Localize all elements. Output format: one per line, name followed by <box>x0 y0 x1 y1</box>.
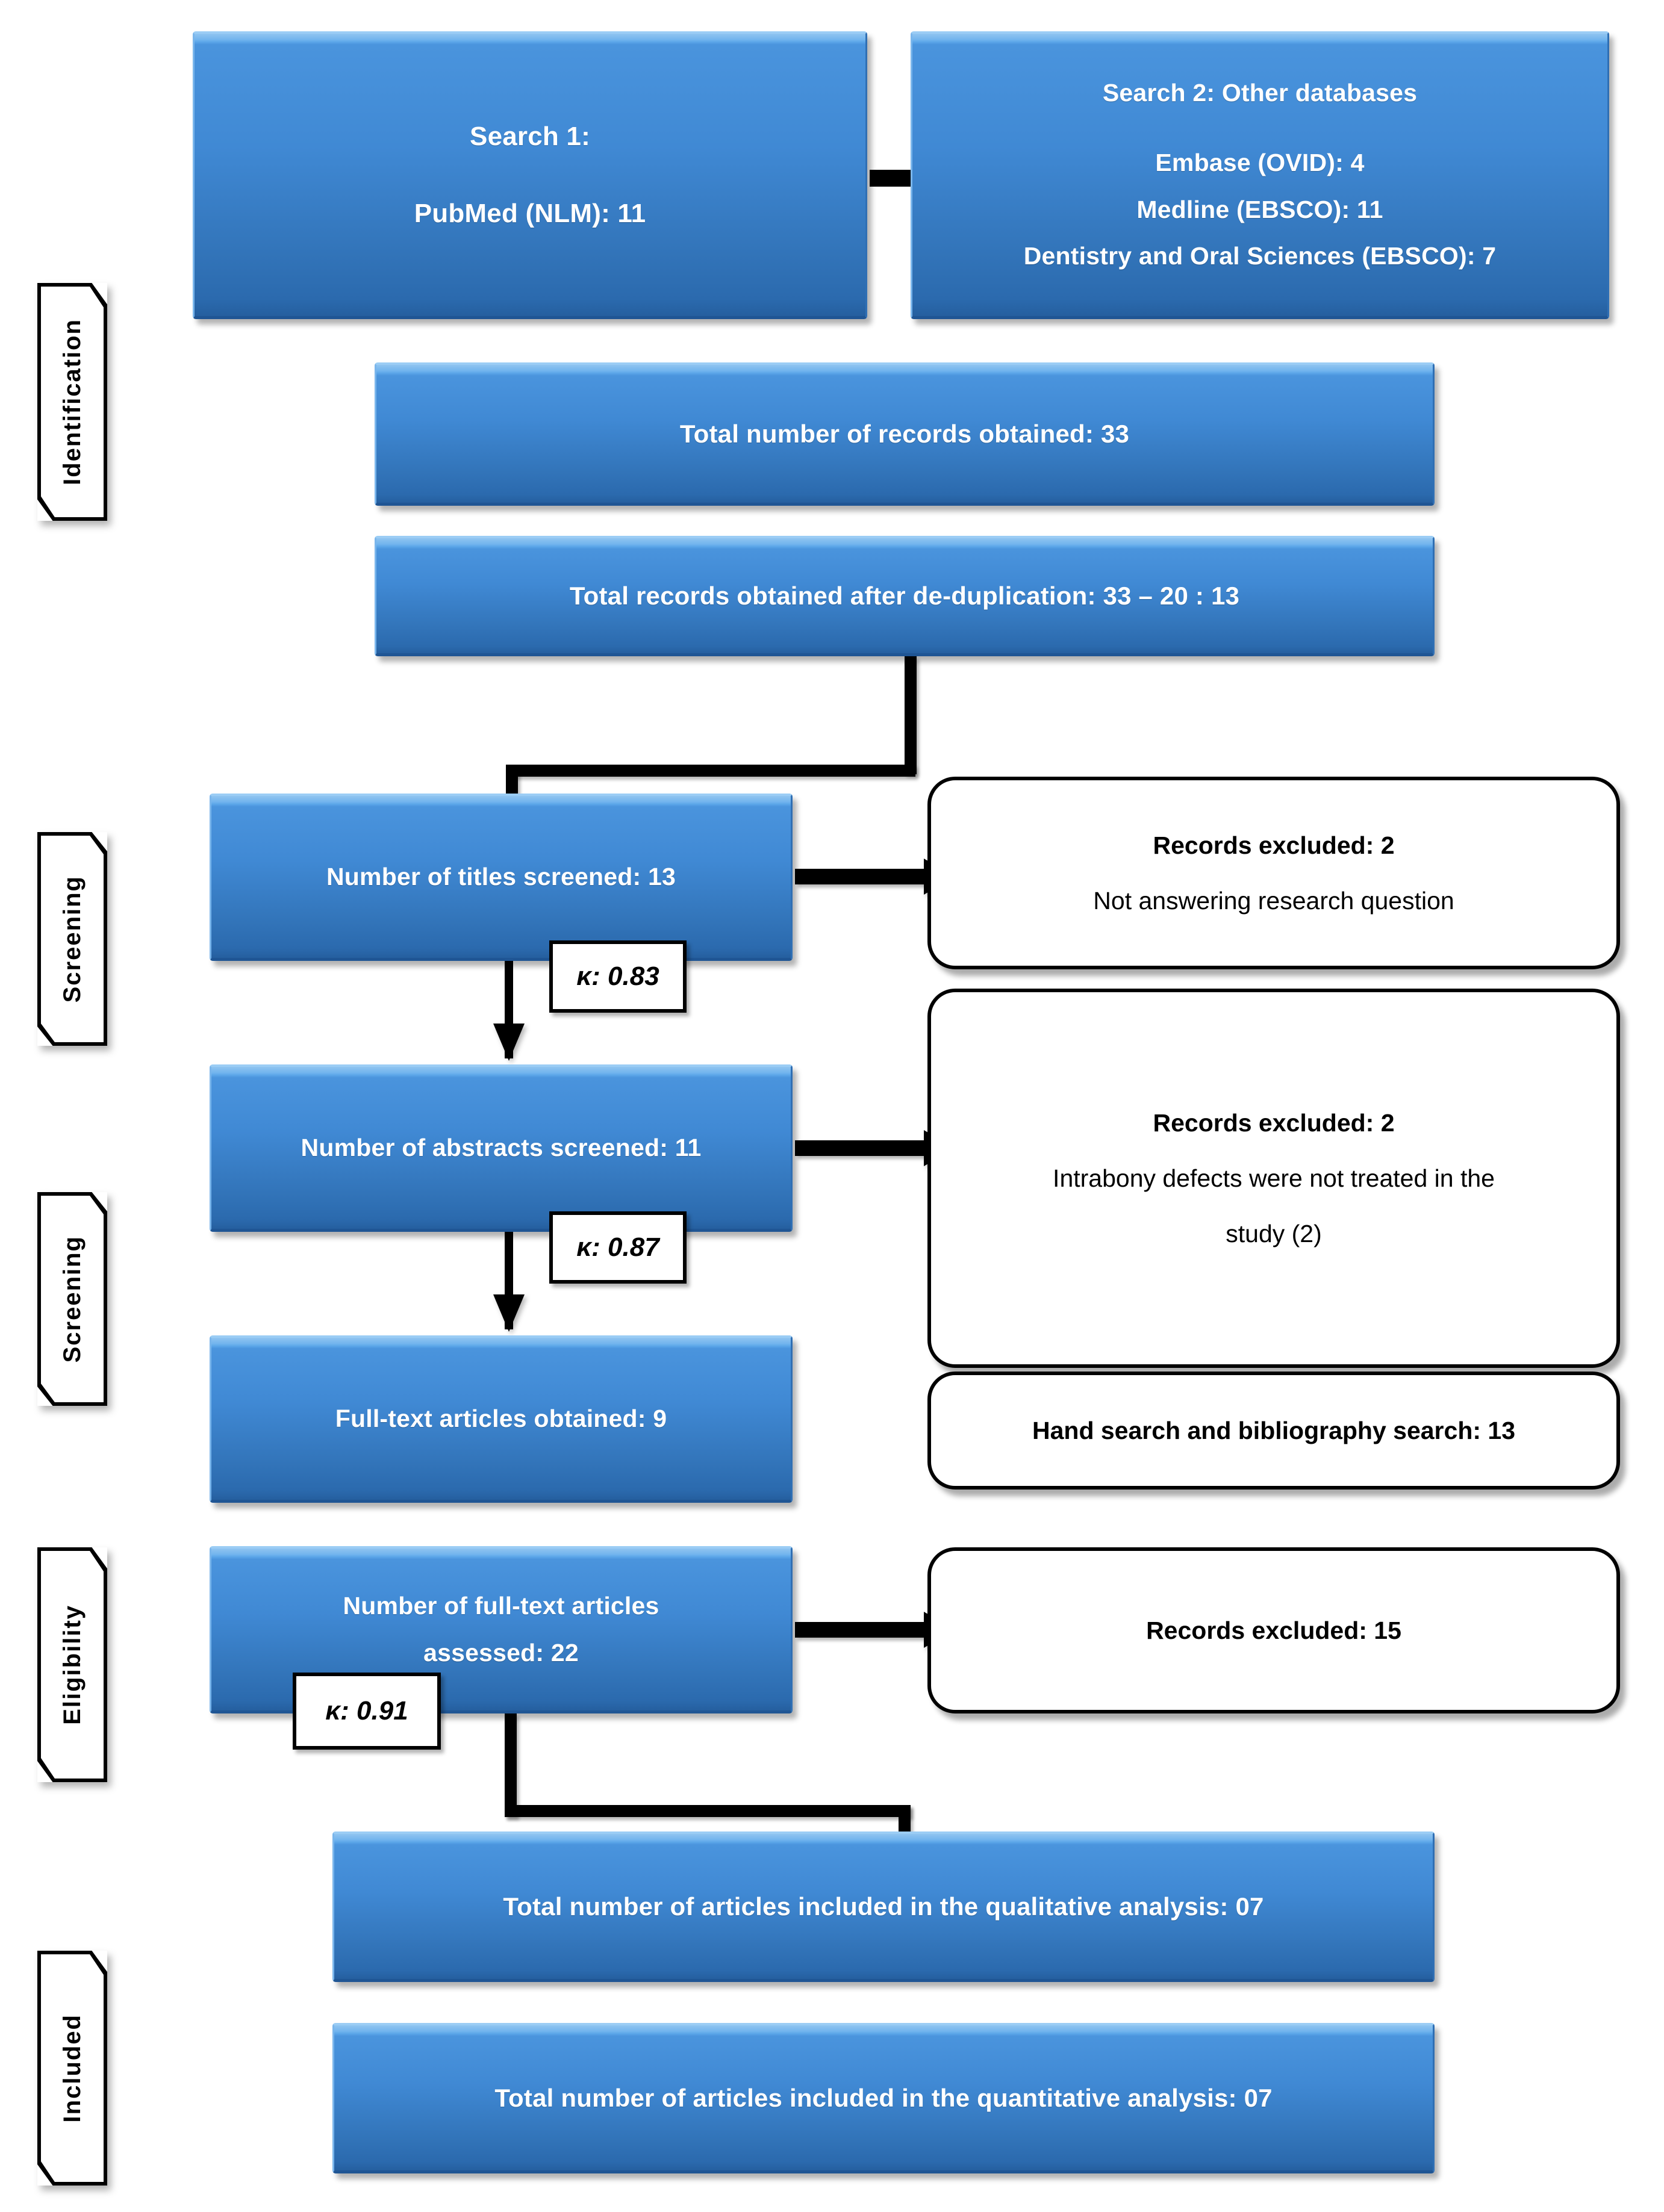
tag-face: Included <box>41 1954 104 2182</box>
arrow-to-abstracts-screened <box>493 1024 525 1061</box>
search-2-line-3: Dentistry and Oral Sciences (EBSCO): 7 <box>1023 242 1497 270</box>
stage-tag-screening-1: Screening <box>37 832 107 1046</box>
hand-search-text: Hand search and bibliography search: 13 <box>1032 1416 1516 1444</box>
stage-tag-label: Eligibility <box>58 1605 86 1725</box>
connector-assessed-vertical <box>505 1713 517 1817</box>
excluded-abstracts-reason-2: study (2) <box>1226 1220 1322 1248</box>
box-search-2: Search 2: Other databases Embase (OVID):… <box>911 31 1609 319</box>
kappa-label-abstracts-fulltext: κ: 0.87 <box>549 1211 687 1284</box>
box-after-deduplication: Total records obtained after de-duplicat… <box>375 536 1435 656</box>
kappa-value: κ: 0.87 <box>576 1232 659 1262</box>
excluded-titles-count: Records excluded: 2 <box>1153 831 1395 859</box>
tag-face: Identification <box>41 287 104 517</box>
fulltext-assessed-line-1: Number of full-text articles <box>343 1591 659 1620</box>
search-2-line-1: Embase (OVID): 4 <box>1155 148 1365 176</box>
excluded-fulltext-count: Records excluded: 15 <box>1146 1616 1401 1644</box>
search-2-title: Search 2: Other databases <box>1102 78 1418 107</box>
stage-tag-eligibility: Eligibility <box>37 1547 107 1782</box>
connector-assessed-to-excluded <box>795 1622 927 1638</box>
titles-screened-text: Number of titles screened: 13 <box>326 862 676 890</box>
kappa-label-titles-abstracts: κ: 0.83 <box>549 940 687 1013</box>
stage-tag-screening-2: Screening <box>37 1192 107 1406</box>
kappa-label-assessed-included: κ: 0.91 <box>293 1673 441 1750</box>
kappa-value: κ: 0.83 <box>576 962 659 991</box>
fulltext-assessed-line-2: assessed: 22 <box>423 1638 579 1667</box>
kappa-value: κ: 0.91 <box>325 1696 408 1726</box>
abstracts-screened-text: Number of abstracts screened: 11 <box>301 1133 702 1161</box>
box-records-excluded-titles: Records excluded: 2 Not answering resear… <box>927 777 1620 969</box>
qualitative-text: Total number of articles included in the… <box>503 1892 1264 1921</box>
excluded-titles-reason: Not answering research question <box>1093 887 1454 915</box>
search-2-line-2: Medline (EBSCO): 11 <box>1136 195 1383 223</box>
box-quantitative-analysis: Total number of articles included in the… <box>332 2023 1435 2173</box>
fulltext-obtained-text: Full-text articles obtained: 9 <box>335 1404 667 1432</box>
tag-face: Eligibility <box>41 1551 104 1779</box>
tag-face: Screening <box>41 836 104 1042</box>
box-records-excluded-fulltext: Records excluded: 15 <box>927 1547 1620 1713</box>
box-hand-search: Hand search and bibliography search: 13 <box>927 1372 1620 1490</box>
box-titles-screened: Number of titles screened: 13 <box>210 794 793 961</box>
stage-tag-included: Included <box>37 1951 107 2186</box>
search-1-line-2: PubMed (NLM): 11 <box>414 198 646 228</box>
box-abstracts-screened: Number of abstracts screened: 11 <box>210 1064 793 1232</box>
stage-tag-identification: Identification <box>37 283 107 521</box>
connector-dedup-down <box>506 765 518 801</box>
connector-abstracts-to-excluded <box>795 1140 927 1156</box>
box-fulltext-obtained: Full-text articles obtained: 9 <box>210 1335 793 1503</box>
connector-dedup-vertical <box>905 656 917 774</box>
box-records-excluded-abstracts: Records excluded: 2 Intrabony defects we… <box>927 989 1620 1368</box>
stage-tag-label: Identification <box>58 318 86 485</box>
excluded-abstracts-reason-1: Intrabony defects were not treated in th… <box>1053 1164 1495 1192</box>
after-dedup-text: Total records obtained after de-duplicat… <box>569 581 1240 610</box>
connector-assessed-horizontal <box>505 1805 911 1817</box>
stage-tag-label: Included <box>58 2013 86 2123</box>
total-records-text: Total number of records obtained: 33 <box>679 419 1130 448</box>
tag-face: Screening <box>41 1196 104 1402</box>
excluded-abstracts-count: Records excluded: 2 <box>1153 1108 1395 1137</box>
box-qualitative-analysis: Total number of articles included in the… <box>332 1831 1435 1982</box>
connector-titles-to-excluded <box>795 869 927 884</box>
search-1-line-1: Search 1: <box>470 121 590 151</box>
arrow-to-fulltext-obtained <box>493 1294 525 1332</box>
quantitative-text: Total number of articles included in the… <box>494 2083 1273 2112</box>
stage-tag-label: Screening <box>58 875 86 1003</box>
box-total-records-obtained: Total number of records obtained: 33 <box>375 362 1435 506</box>
stage-tag-label: Screening <box>58 1235 86 1363</box>
box-search-1: Search 1: PubMed (NLM): 11 <box>193 31 867 319</box>
connector-dedup-horizontal <box>506 765 915 777</box>
